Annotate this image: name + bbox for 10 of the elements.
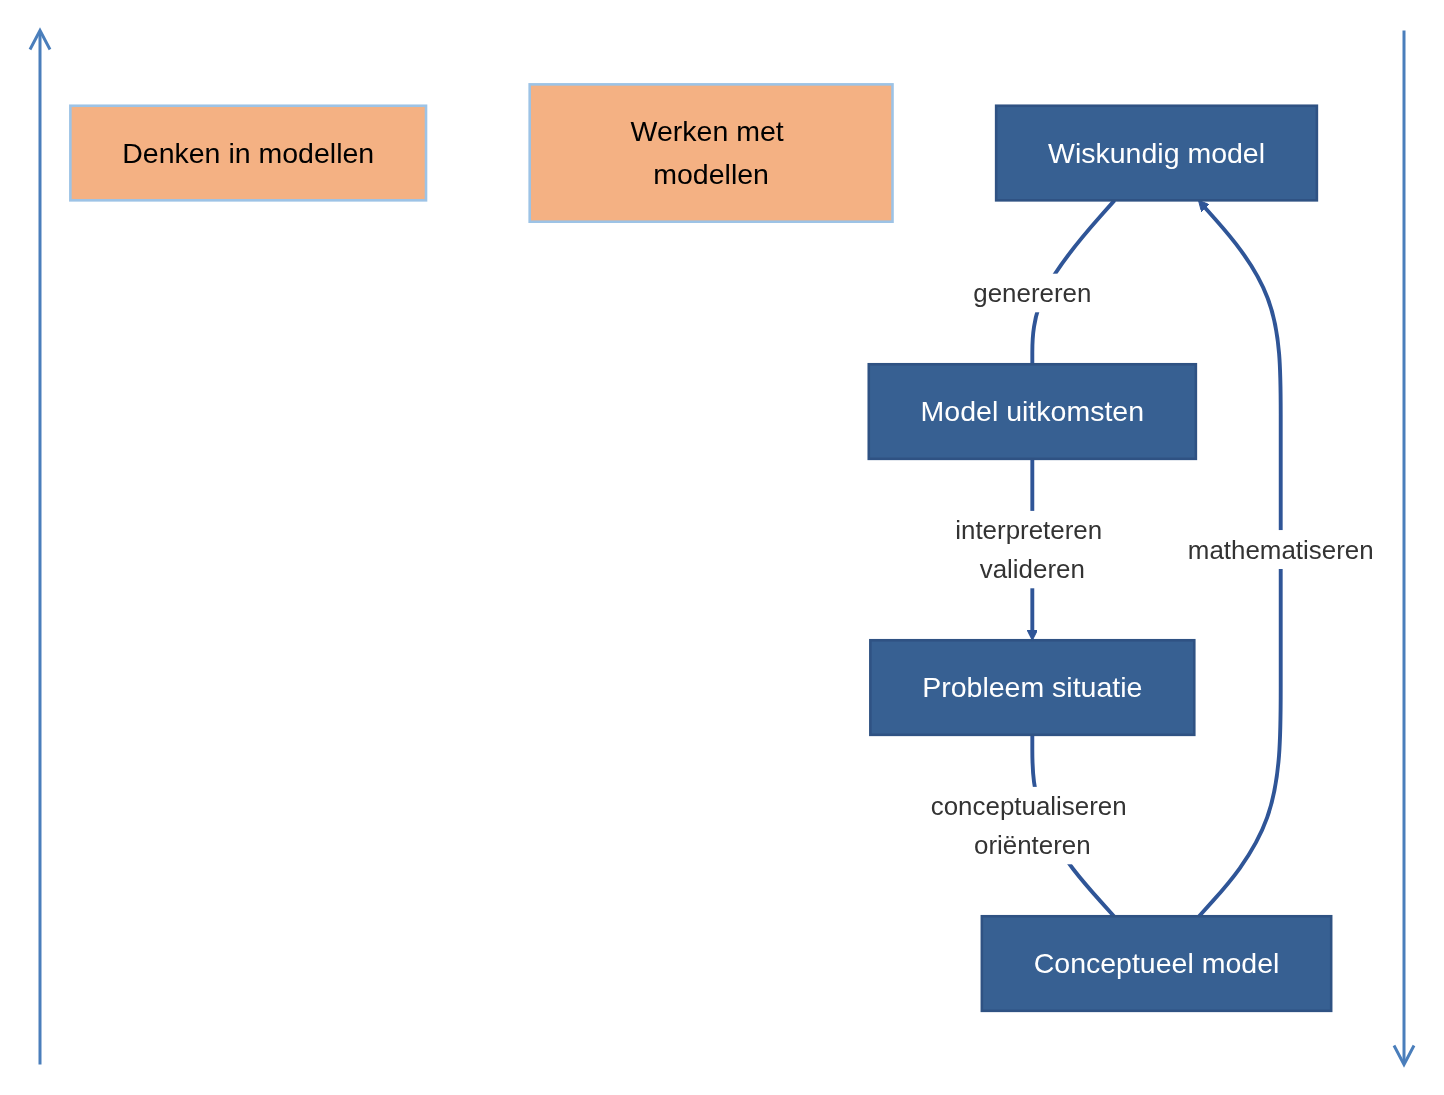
node-box: Werken met modellen bbox=[528, 82, 894, 223]
node-box: Conceptueel model bbox=[980, 914, 1333, 1013]
edge-label: conceptualiseren oriënteren bbox=[930, 791, 1127, 860]
edge-label: mathematiseren bbox=[1187, 535, 1374, 564]
edge-label: interpreteren valideren bbox=[955, 515, 1103, 584]
node-box: Probleem situatie bbox=[869, 638, 1196, 737]
node-box: Denken in modellen bbox=[69, 104, 428, 202]
node-box: Wiskundig model bbox=[994, 104, 1319, 202]
node-box: Model uitkomsten bbox=[867, 362, 1198, 461]
edge-label: genereren bbox=[973, 278, 1092, 308]
